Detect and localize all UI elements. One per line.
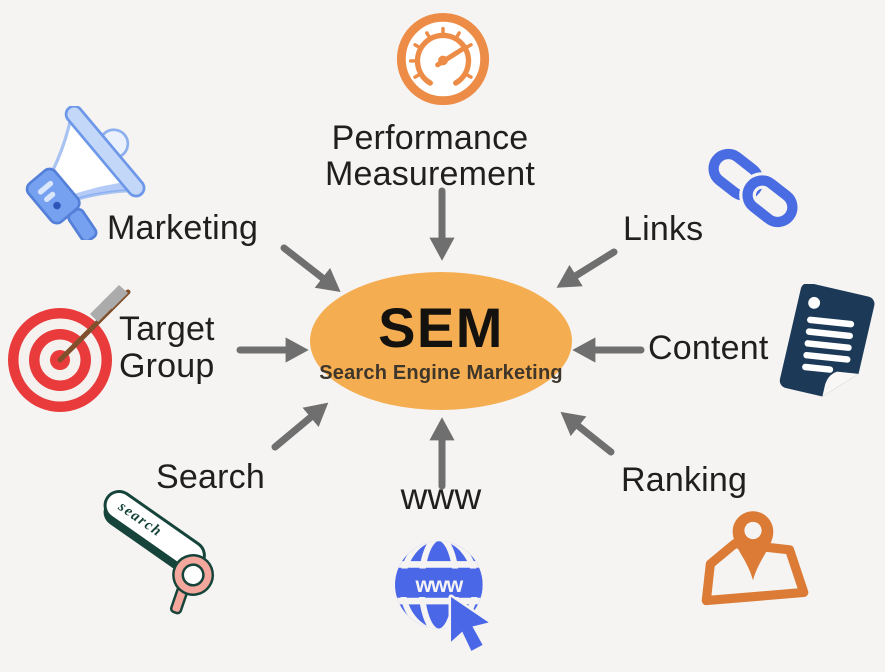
chain-link-icon <box>708 148 801 231</box>
document-icon <box>779 284 875 397</box>
map-pin-icon <box>701 511 809 606</box>
label-search: Search <box>156 458 265 496</box>
label-performance-measurement: Performance Measurement <box>324 119 536 193</box>
arrow-search <box>271 402 329 451</box>
gauge-icon <box>396 12 490 106</box>
sem-title: SEM <box>378 295 504 359</box>
arrow-links <box>556 248 618 288</box>
label-content: Content <box>648 329 769 367</box>
label-target-group: Target Group <box>119 310 215 386</box>
arrow-ranking <box>560 411 615 456</box>
sem-center-node: SEM Search Engine Marketing <box>310 272 572 410</box>
arrow-marketing <box>280 244 341 293</box>
label-www: www <box>400 476 482 517</box>
target-arrow-icon <box>8 285 131 412</box>
globe-www-text: www <box>414 573 463 597</box>
label-marketing: Marketing <box>107 209 259 247</box>
megaphone-icon <box>25 106 146 240</box>
sem-subtitle: Search Engine Marketing <box>319 361 563 384</box>
label-ranking: Ranking <box>621 461 748 499</box>
magnifier-icon <box>169 554 215 615</box>
search-bar-icon: search <box>94 483 244 624</box>
label-links: Links <box>623 210 704 248</box>
cursor-arrow <box>448 594 492 654</box>
globe-cursor-icon: www <box>395 541 492 654</box>
